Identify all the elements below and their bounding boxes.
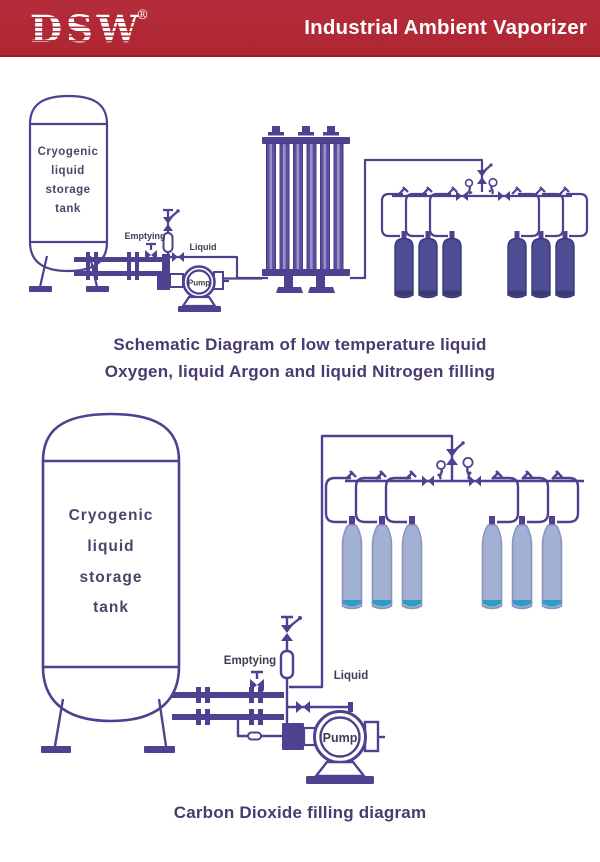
liquid-label-2: Liquid: [334, 670, 369, 682]
tank1-nozzle-piping: [74, 252, 170, 284]
emptying-branch-2: Emptying: [224, 655, 276, 691]
cylinder: [418, 231, 438, 299]
tank2-label-line3: storage: [80, 569, 143, 586]
manifold1-left-valve-icon: [456, 191, 462, 201]
pump-2: Pump: [282, 710, 385, 784]
pressure-gauge-icon-1b: [488, 177, 498, 188]
tank2-nozzle-piping: [172, 687, 284, 741]
diagram1: Cryogenic liquid storage tank: [28, 94, 589, 312]
tank1-label-line3: storage: [45, 184, 90, 196]
diagram1-caption-line2: Oxygen, liquid Argon and liquid Nitrogen…: [104, 362, 496, 381]
emptying-label-1: Emptying: [124, 231, 165, 241]
pressure-gauge-icon-2b: [462, 456, 474, 468]
cylinder: [541, 516, 563, 610]
emptying-valve-icon-1: [145, 250, 151, 260]
cylinder: [401, 516, 423, 610]
manifold2-right-valve-icon: [469, 475, 475, 487]
vaporizer-to-manifold-pipe: [350, 158, 484, 280]
tank1-label-line1: Cryogenic: [38, 146, 99, 158]
tank1-left-foot: [29, 286, 52, 292]
page-title: Industrial Ambient Vaporizer: [304, 15, 587, 39]
tank2-right-foot: [144, 746, 175, 753]
pump2-base: [306, 776, 374, 784]
cylinder: [394, 231, 414, 299]
cylinder: [481, 516, 503, 610]
manifold2-left-valve-icon: [422, 475, 428, 487]
cylinder: [511, 516, 533, 610]
pump-1: Pump: [157, 265, 229, 312]
gas-cylinders-dark: [394, 231, 575, 299]
tank2-label-line2: liquid: [87, 538, 134, 555]
vaporizer-fins: [266, 143, 344, 271]
diagram2-caption-text: Carbon Dioxide filling diagram: [173, 803, 427, 822]
header-bar: DSW ® Industrial Ambient Vaporizer: [0, 0, 600, 57]
ambient-vaporizer: [262, 126, 350, 293]
registered-mark-icon: ®: [136, 8, 149, 23]
manifold1-hoses: [380, 192, 589, 238]
manifold-feed-pipe-2: [289, 434, 454, 689]
tank1-label-line2: liquid: [51, 165, 85, 177]
inline-fitting-2: [247, 731, 262, 741]
cylinder: [442, 231, 462, 299]
emptying-label-2: Emptying: [224, 655, 276, 667]
manifold1-right-valve-icon: [498, 191, 504, 201]
pressure-gauge-icon-1a: [464, 178, 474, 188]
pump-label-2: Pump: [323, 731, 358, 745]
cylinder-manifold-2: [324, 441, 584, 524]
cylinder-manifold-1: [380, 163, 589, 238]
cylinder: [341, 516, 363, 610]
inline-vessel-2: [279, 649, 295, 680]
liquid-label-1: Liquid: [190, 242, 217, 252]
diagram1-caption: Schematic Diagram of low temperature liq…: [0, 331, 600, 385]
manifold2-hoses: [324, 476, 580, 524]
bypass-valve-icon-2: [296, 701, 303, 713]
emptying-valve-icon-2: [250, 679, 257, 691]
cylinder: [507, 231, 527, 299]
tank2-label-line1: Cryogenic: [69, 507, 154, 524]
cryogenic-tank-2: Cryogenic liquid storage tank: [41, 412, 181, 753]
tank1-label-line4: tank: [55, 203, 81, 215]
tank1-right-foot: [86, 286, 109, 292]
inline-vessel-1: [162, 232, 174, 253]
pressure-gauge-icon-2a: [436, 460, 446, 470]
pump1-base: [178, 306, 221, 312]
gas-cylinders-light: [341, 516, 563, 610]
cylinder: [531, 231, 551, 299]
pump-label-1: Pump: [188, 279, 210, 288]
vent-line-1: [162, 208, 180, 270]
vent-line-2: [279, 615, 353, 726]
liquid-valve-icon-1: [172, 252, 178, 262]
cylinder: [371, 516, 393, 610]
tank2-label-line4: tank: [93, 599, 129, 616]
cylinder: [555, 231, 575, 299]
diagram2-caption: Carbon Dioxide filling diagram: [0, 799, 600, 826]
cryogenic-tank-1: Cryogenic liquid storage tank: [28, 94, 109, 292]
emptying-branch-1: Emptying: [124, 231, 166, 260]
diagram2: Cryogenic liquid storage tank Emptying: [41, 412, 584, 784]
diagram1-caption-line1: Schematic Diagram of low temperature liq…: [113, 335, 487, 354]
tank2-left-foot: [41, 746, 71, 753]
